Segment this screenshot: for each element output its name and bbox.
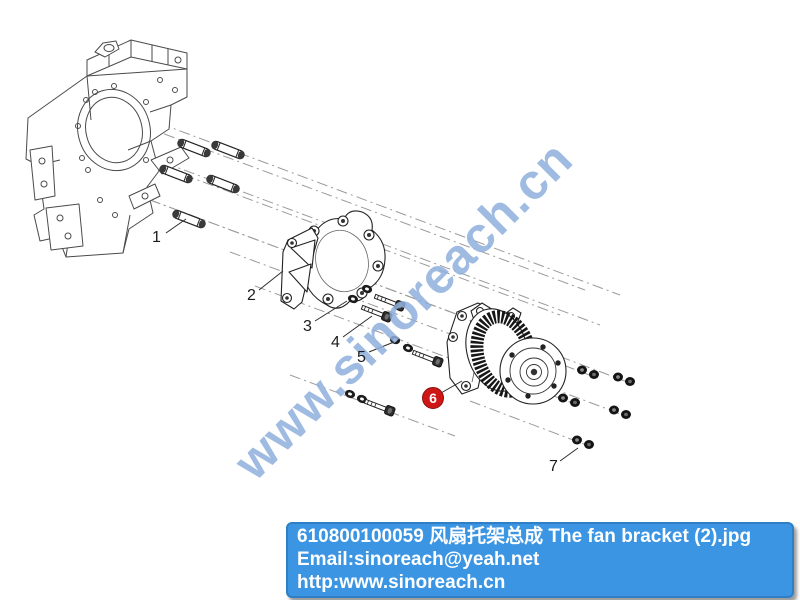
washer-parts bbox=[343, 283, 415, 405]
callout-5: 5 bbox=[357, 349, 366, 366]
nut-parts bbox=[558, 365, 635, 449]
info-line-url: http:www.sinoreach.cn bbox=[297, 572, 506, 593]
info-line-title: 610800100059 风扇托架总成 The fan bracket (2).… bbox=[297, 526, 752, 547]
callout-2: 2 bbox=[247, 287, 256, 304]
info-box: 610800100059 风扇托架总成 The fan bracket (2).… bbox=[286, 522, 794, 598]
fan-bracket-assembly-part bbox=[446, 302, 567, 405]
callout-4: 4 bbox=[331, 334, 340, 351]
callout-6-highlighted: 6 bbox=[422, 387, 444, 409]
callout-leader-lines bbox=[165, 218, 579, 462]
info-line-email: Email:sinoreach@yeah.net bbox=[297, 549, 540, 570]
callout-7: 7 bbox=[549, 458, 558, 475]
engine-block-drawing bbox=[25, 39, 190, 258]
callout-3: 3 bbox=[303, 318, 312, 335]
bracket-plate-part bbox=[280, 210, 386, 310]
callout-1: 1 bbox=[152, 229, 161, 246]
